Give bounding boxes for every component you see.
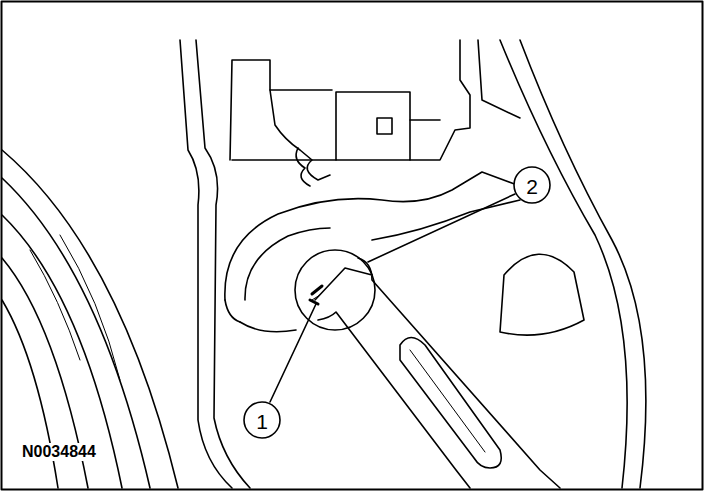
body-structure [180,40,646,488]
control-arm [225,172,520,332]
tool [310,258,560,488]
bushing [295,250,375,330]
callout-circles [244,167,550,438]
callout-number: 1 [256,411,268,432]
bracket [336,92,440,160]
figure-id: N0034844 [20,443,98,461]
bump [500,254,584,335]
callout-number: 2 [526,176,538,197]
leader-lines [270,194,515,402]
tire-arcs [2,150,178,488]
